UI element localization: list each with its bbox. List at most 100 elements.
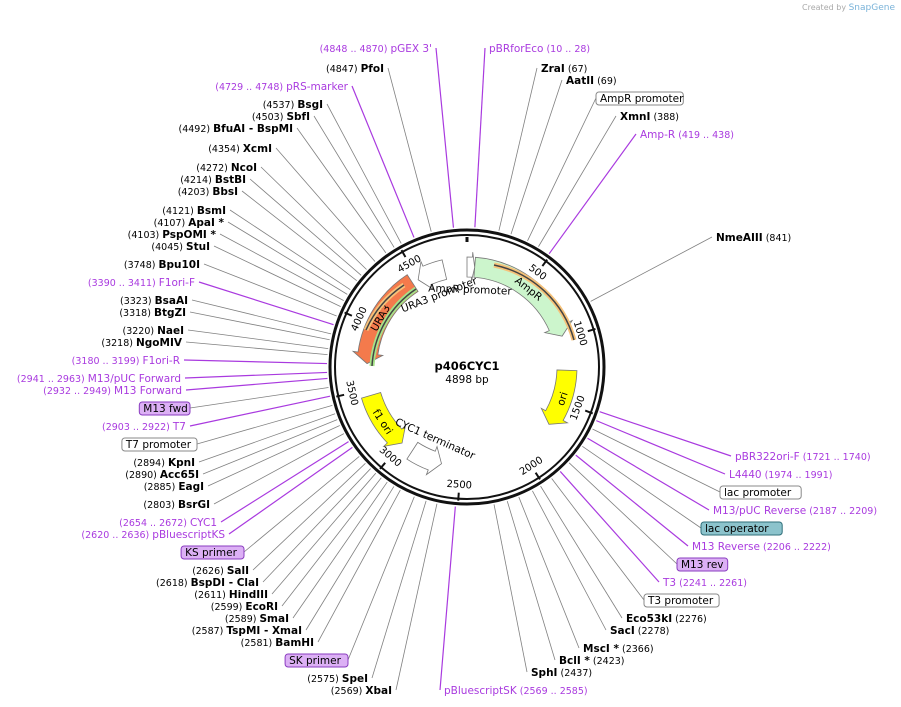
feature-box-m13-rev[interactable]: M13 rev [676,557,729,572]
primer-label-pgex-3-[interactable]: (4848 .. 4870) pGEX 3' [320,43,432,55]
site-label-bspdi-clai[interactable]: (2618) BspDI - ClaI [156,577,259,589]
feature-label: ori [555,391,571,408]
svg-text:(2611) HindIII: (2611) HindIII [194,589,268,601]
primer-label-m13-puc-reverse[interactable]: M13/pUC Reverse (2187 .. 2209) [713,505,877,517]
site-label-bcli-[interactable]: BclI * (2423) [559,655,625,667]
svg-text:(3318) BtgZI: (3318) BtgZI [119,307,186,319]
feature-box-m13-fwd[interactable]: M13 fwd [138,401,191,416]
site-label-hindiii[interactable]: (2611) HindIII [194,589,268,601]
site-label-spei[interactable]: (2575) SpeI [307,673,368,685]
site-label-bamhi[interactable]: (2581) BamHI [241,637,314,649]
site-label-kpni[interactable]: (2894) KpnI [133,457,195,469]
feature-box-ks-primer[interactable]: KS primer [180,545,245,560]
site-label-apai-[interactable]: (4107) ApaI * [154,217,225,229]
svg-text:(2599) EcoRI: (2599) EcoRI [211,601,278,613]
svg-text:(4492) BfuAI - BspMI: (4492) BfuAI - BspMI [179,123,293,135]
site-label-ngomiv[interactable]: (3218) NgoMIV [101,337,182,349]
svg-text:M13 fwd: M13 fwd [143,403,188,415]
svg-text:T3 (2241 .. 2261): T3 (2241 .. 2261) [662,577,747,589]
site-label-acc65i[interactable]: (2890) Acc65I [125,469,199,481]
svg-text:Eco53kI (2276): Eco53kI (2276) [626,613,707,625]
primer-label-f1ori-f[interactable]: (3390 .. 3411) F1ori-F [88,277,195,289]
tick-label: 2500 [446,479,472,492]
snapgene-logo: SnapGene [848,3,895,13]
feature-box-lac-promoter[interactable]: lac promoter [719,485,802,500]
feature-box-sk-primer[interactable]: SK primer [284,653,349,668]
site-label-aatii[interactable]: AatII (69) [566,75,617,87]
primer-label-pbr322ori-f[interactable]: pBR322ori-F (1721 .. 1740) [735,451,871,463]
primer-label-cyc1[interactable]: (2654 .. 2672) CYC1 [119,517,217,529]
site-label-sali[interactable]: (2626) SalI [192,565,249,577]
site-label-eagi[interactable]: (2885) EagI [144,481,204,493]
feature-box-ampr-promoter[interactable]: AmpR promoter [595,91,684,106]
site-label-bsgi[interactable]: (4537) BsgI [263,99,323,111]
feature-ura3-promoter[interactable] [417,259,448,291]
primer-label-pbluescriptks[interactable]: (2620 .. 2636) pBluescriptKS [81,529,225,541]
site-label-nmeaiii[interactable]: NmeAIII (841) [716,232,791,244]
site-label-msci-[interactable]: MscI * (2366) [583,643,654,655]
site-label-naei[interactable]: (3220) NaeI [122,325,184,337]
site-label-zrai[interactable]: ZraI (67) [541,63,587,75]
primer-label-pbrforeco[interactable]: pBRforEco (10 .. 28) [489,43,590,55]
svg-text:M13/pUC Reverse (2187 .. 220: M13/pUC Reverse (2187 .. 2209) [713,505,877,517]
site-label-tspmi-xmai[interactable]: (2587) TspMI - XmaI [192,625,302,637]
primer-label-prs-marker[interactable]: (4729 .. 4748) pRS-marker [215,81,348,93]
site-label-bbsi[interactable]: (4203) BbsI [178,186,238,198]
svg-text:lac operator: lac operator [705,523,769,535]
svg-text:(3218) NgoMIV: (3218) NgoMIV [101,337,182,349]
site-label-ecori[interactable]: (2599) EcoRI [211,601,278,613]
primer-label-f1ori-r[interactable]: (3180 .. 3199) F1ori-R [72,355,180,367]
site-label-bsmi[interactable]: (4121) BsmI [162,205,226,217]
site-label-sbfi[interactable]: (4503) SbfI [252,111,310,123]
feature-cyc1-terminator[interactable] [406,441,442,476]
site-label-saci[interactable]: SacI (2278) [610,625,669,637]
svg-text:(4203) BbsI: (4203) BbsI [178,186,238,198]
site-label-btgzi[interactable]: (3318) BtgZI [119,307,186,319]
svg-text:(2569) XbaI: (2569) XbaI [331,685,392,697]
primer-label-t7[interactable]: (2903 .. 2922) T7 [102,421,186,433]
site-label-bsrgi[interactable]: (2803) BsrGI [143,499,210,511]
primer-label-pbluescriptsk[interactable]: pBluescriptSK (2569 .. 2585) [444,685,588,697]
annotation-labels[interactable]: (4848 .. 4870) pGEX 3' (4847) PfoI (4729 .… [17,43,877,697]
svg-text:(2654 .. 2672) CYC1: (2654 .. 2672) CYC1 [119,517,217,529]
site-label-smai[interactable]: (2589) SmaI [225,613,289,625]
primer-label-m13-forward[interactable]: (2932 .. 2949) M13 Forward [43,385,182,397]
site-label-pfoi[interactable]: (4847) PfoI [326,63,384,75]
site-label-eco53ki[interactable]: Eco53kI (2276) [626,613,707,625]
feature-ori[interactable] [540,369,578,425]
feature-box-lac-operator[interactable]: lac operator [700,521,783,536]
feature-ampr-promoter[interactable] [466,252,476,283]
site-label-pspomi-[interactable]: (4103) PspOMI * [128,229,217,241]
svg-text:KS primer: KS primer [185,547,237,559]
site-label-xmni[interactable]: XmnI (388) [620,111,679,123]
site-label-bstbi[interactable]: (4214) BstBI [180,174,246,186]
svg-text:(3220) NaeI: (3220) NaeI [122,325,184,337]
primer-label-t3[interactable]: T3 (2241 .. 2261) [662,577,747,589]
site-label-xcmi[interactable]: (4354) XcmI [208,143,272,155]
leader-lines [183,47,732,691]
svg-text:(4121) BsmI: (4121) BsmI [162,205,226,217]
primer-label-m13-puc-forward[interactable]: (2941 .. 2963) M13/pUC Forward [17,373,181,385]
svg-text:(2932 .. 2949) M13 Forward: (2932 .. 2949) M13 Forward [43,385,182,397]
svg-text:MscI * (2366): MscI * (2366) [583,643,654,655]
site-label-ncoi[interactable]: (4272) NcoI [196,162,257,174]
svg-text:(2941 .. 2963) M13/pUC Forwar: (2941 .. 2963) M13/pUC Forward [17,373,181,385]
primer-label-amp-r[interactable]: Amp-R (419 .. 438) [640,129,734,141]
site-label-bfuai-bspmi[interactable]: (4492) BfuAI - BspMI [179,123,293,135]
primer-label-m13-reverse[interactable]: M13 Reverse (2206 .. 2222) [692,541,831,553]
site-label-bpu10i[interactable]: (3748) Bpu10I [124,259,200,271]
svg-text:lac promoter: lac promoter [724,487,792,499]
svg-text:(2885) EagI: (2885) EagI [144,481,204,493]
svg-text:pBR322ori-F (1721 .. 1740): pBR322ori-F (1721 .. 1740) [735,451,871,463]
feature-ampr[interactable] [473,256,574,337]
feature-f1-ori[interactable] [360,391,407,447]
site-label-stui[interactable]: (4045) StuI [151,241,210,253]
primer-label-l4440[interactable]: L4440 (1974 .. 1991) [729,469,832,481]
site-label-xbai[interactable]: (2569) XbaI [331,685,392,697]
site-label-sphi[interactable]: SphI (2437) [531,667,592,679]
svg-text:(2587) TspMI - XmaI: (2587) TspMI - XmaI [192,625,302,637]
feature-box-t7-promoter[interactable]: T7 promoter [121,437,198,452]
svg-text:(4729 .. 4748) pRS-marker: (4729 .. 4748) pRS-marker [215,81,348,93]
feature-box-t3-promoter[interactable]: T3 promoter [643,593,720,608]
site-label-bsaai[interactable]: (3323) BsaAI [120,295,188,307]
